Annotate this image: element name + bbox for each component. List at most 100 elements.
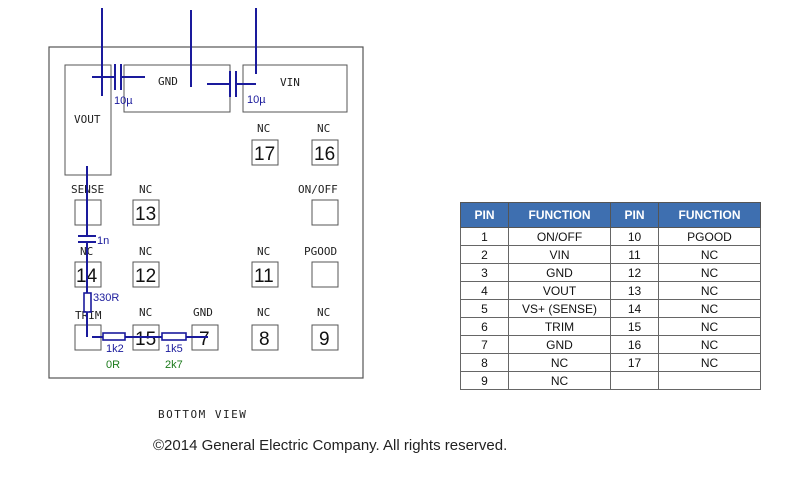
pad-12 — [132, 261, 160, 288]
pad-number-12: 12 — [135, 266, 156, 287]
resistors — [83, 292, 187, 341]
pad-vin — [242, 64, 348, 113]
pin-cell: 17 — [610, 353, 659, 372]
function-cell: NC — [658, 317, 761, 336]
pin-cell: 5 — [460, 299, 509, 318]
function-cell: TRIM — [508, 317, 611, 336]
pad-number-8: 8 — [259, 329, 270, 350]
label-gnd-7: GND — [193, 306, 213, 319]
label-gnd: GND — [158, 75, 178, 88]
function-cell: PGOOD — [658, 227, 761, 246]
pin-cell: 11 — [610, 245, 659, 264]
table-header-row: PIN FUNCTION PIN FUNCTION — [460, 202, 761, 228]
copyright-notice: ©2014 General Electric Company. All righ… — [153, 437, 508, 454]
function-cell: VOUT — [508, 281, 611, 300]
pin-cell: 2 — [460, 245, 509, 264]
pin-cell: 4 — [460, 281, 509, 300]
function-cell: GND — [508, 263, 611, 282]
header-function-1: FUNCTION — [508, 202, 611, 228]
pad-pgood — [311, 261, 339, 288]
cap-sense-value: 1n — [97, 235, 109, 247]
label-nc-17: NC — [257, 122, 270, 135]
function-cell — [658, 371, 761, 390]
res-trim2-value: 1k5 — [165, 343, 183, 355]
pad-number-9: 9 — [319, 329, 330, 350]
bottom-view-caption: BOTTOM VIEW — [158, 408, 248, 421]
pad-onoff — [311, 199, 339, 226]
pad-number-11: 11 — [254, 266, 274, 287]
cap-vin-value: 10µ — [247, 94, 266, 106]
pad-8 — [251, 324, 279, 351]
pin-cell: 7 — [460, 335, 509, 354]
function-cell: NC — [658, 353, 761, 372]
function-cell: ON/OFF — [508, 227, 611, 246]
label-nc-15: NC — [139, 306, 152, 319]
resistor-1k2 — [102, 332, 126, 341]
pin-cell: 6 — [460, 317, 509, 336]
package-outline — [48, 46, 364, 379]
res-trim2-alt-value: 2k7 — [165, 359, 183, 371]
external-wiring — [78, 8, 257, 338]
function-cell: VS+ (SENSE) — [508, 299, 611, 318]
pin-cell: 1 — [460, 227, 509, 246]
function-cell: NC — [658, 281, 761, 300]
pin-cell: 8 — [460, 353, 509, 372]
label-nc-16: NC — [317, 122, 330, 135]
pin-cell: 14 — [610, 299, 659, 318]
pad-number-17: 17 — [254, 144, 275, 165]
pad-number-7: 7 — [199, 329, 210, 350]
pin-cell: 9 — [460, 371, 509, 390]
label-vout: VOUT — [74, 113, 101, 126]
pin-cell: 12 — [610, 263, 659, 282]
pin-cell — [610, 371, 659, 390]
function-cell: GND — [508, 335, 611, 354]
pin-cell: 10 — [610, 227, 659, 246]
function-cell: NC — [658, 335, 761, 354]
pin-cell: 15 — [610, 317, 659, 336]
res-trim1-value: 1k2 — [106, 343, 124, 355]
label-onoff: ON/OFF — [298, 183, 338, 196]
pin-cell: 16 — [610, 335, 659, 354]
label-nc-12: NC — [139, 245, 152, 258]
header-function-2: FUNCTION — [658, 202, 761, 228]
resistor-1k5 — [161, 332, 187, 341]
pad-16 — [311, 139, 339, 166]
resistor-330r — [83, 292, 92, 313]
label-nc-13: NC — [139, 183, 152, 196]
pad-9 — [311, 324, 339, 351]
pad-gnd — [123, 64, 231, 113]
function-cell: NC — [658, 263, 761, 282]
pad-17 — [251, 139, 279, 166]
header-pin-1: PIN — [460, 202, 509, 228]
label-nc-8: NC — [257, 306, 270, 319]
label-nc-11: NC — [257, 245, 270, 258]
pin-cell: 3 — [460, 263, 509, 282]
label-pgood: PGOOD — [304, 245, 337, 258]
res-sense-value: 330R — [93, 292, 119, 304]
function-cell: NC — [658, 245, 761, 264]
function-cell: NC — [508, 353, 611, 372]
label-nc-9: NC — [317, 306, 330, 319]
pad-11 — [251, 261, 279, 288]
cap-vout-value: 10µ — [114, 95, 133, 107]
pad-number-16: 16 — [314, 144, 335, 165]
res-trim1-alt-value: 0R — [106, 359, 120, 371]
function-cell: VIN — [508, 245, 611, 264]
pin-cell: 13 — [610, 281, 659, 300]
header-pin-2: PIN — [610, 202, 659, 228]
pad-number-13: 13 — [135, 204, 156, 225]
function-cell: NC — [658, 299, 761, 318]
label-vin: VIN — [280, 76, 300, 89]
